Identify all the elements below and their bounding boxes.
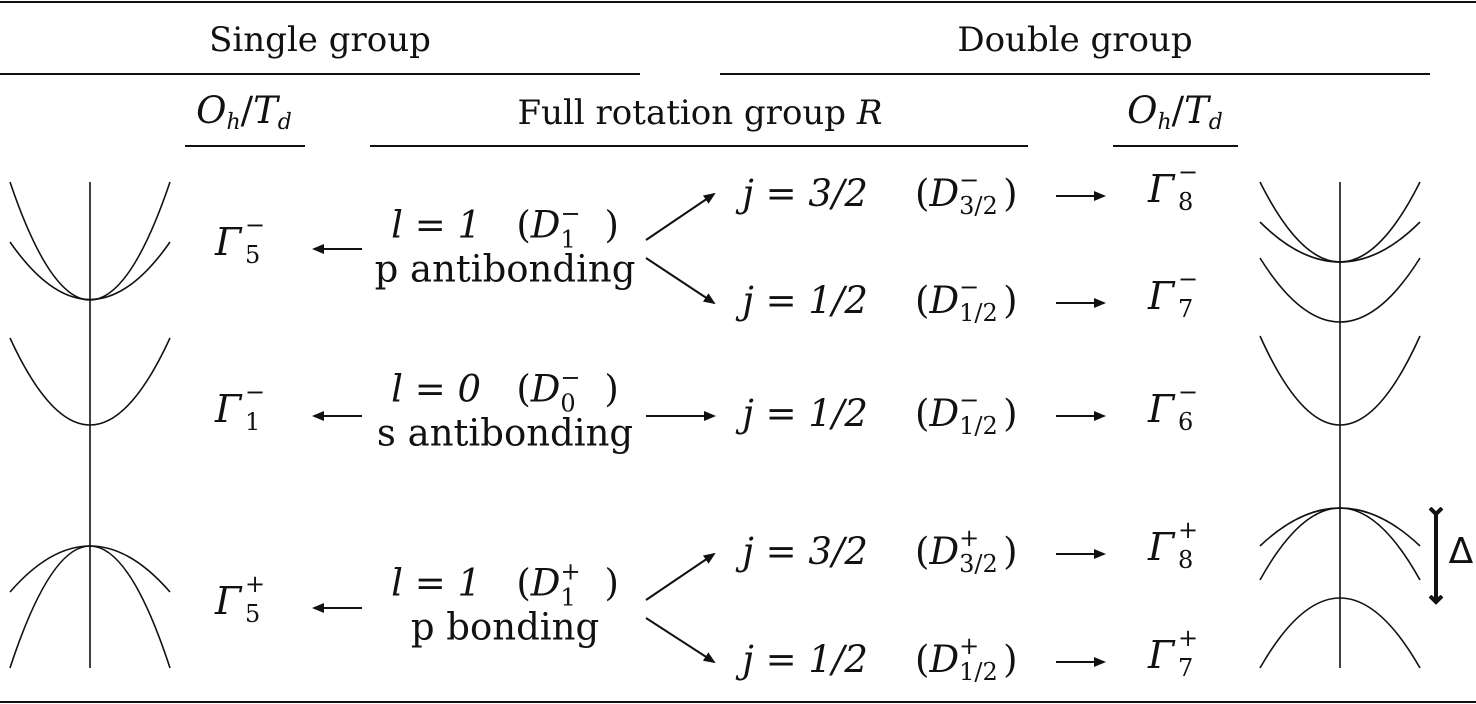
j-state-4: j = 1/2 (D+1/2)	[742, 632, 1018, 686]
j-state-3: j = 3/2 (D+3/2)	[742, 524, 1018, 578]
double-irrep-gamma7-plus: Γ+7	[1148, 624, 1199, 682]
double-irrep-gamma8-minus: Γ−8	[1148, 158, 1199, 216]
j-state-1: j = 1/2 (D−1/2)	[742, 273, 1018, 327]
double-irrep-gamma6-minus: Γ−6	[1148, 378, 1199, 436]
splitting-label: Δ	[1448, 531, 1474, 572]
double-group-header: Double group	[957, 20, 1193, 60]
single-irrep-gamma5-plus: Γ+5	[215, 570, 266, 628]
double-irrep-gamma7-minus: Γ−7	[1148, 265, 1199, 323]
j-state-2: j = 1/2 (D−1/2)	[742, 386, 1018, 440]
right-band-sketch	[1259, 181, 1421, 669]
j-state-0: j = 3/2 (D−3/2)	[742, 166, 1018, 220]
single-group-header: Single group	[209, 20, 431, 60]
state-s-antibonding: l = 0 (D−0) s antibonding	[376, 363, 634, 455]
state-p-bonding: l = 1 (D+1) p bonding	[391, 557, 619, 649]
left-band-sketch	[9, 181, 171, 669]
oh-td-right-header: Oh/Td	[1127, 89, 1223, 135]
oh-td-left-header: Oh/Td	[196, 89, 292, 135]
state-p-antibonding: l = 1 (D−1) p antibonding	[374, 199, 636, 291]
single-irrep-gamma5-minus: Γ−5	[215, 211, 266, 269]
j-to-double-arrows	[1056, 191, 1106, 667]
rotation-to-single-arrows	[312, 244, 362, 613]
single-irrep-gamma1-minus: Γ−1	[215, 378, 266, 436]
full-rotation-header: Full rotation group R	[517, 93, 883, 133]
l-to-j-arrows	[645, 192, 716, 664]
double-irrep-gamma8-plus: Γ+8	[1148, 516, 1199, 574]
